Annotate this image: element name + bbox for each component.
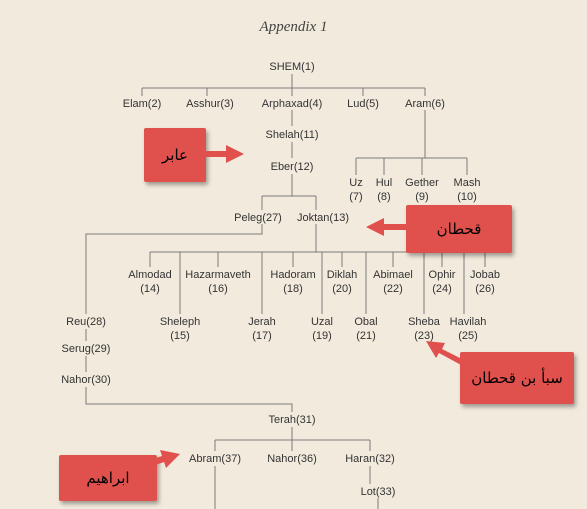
node-uz: Uz(7) <box>349 177 363 203</box>
node-hadoram: Hadoram(18) <box>270 269 316 295</box>
node-mash: Mash(10) <box>453 177 481 203</box>
node-jobab: Jobab(26) <box>470 269 500 295</box>
arrow-abram-icon <box>138 450 180 470</box>
node-obal: Obal(21) <box>354 316 378 342</box>
node-peleg: Peleg(27) <box>234 212 282 224</box>
node-hazarmaveth: Hazarmaveth(16) <box>185 269 251 295</box>
node-joktan: Joktan(13) <box>297 212 349 224</box>
node-ophir: Ophir(24) <box>428 269 456 295</box>
arrow-eber-icon <box>204 145 244 163</box>
node-lud: Lud(5) <box>347 98 379 110</box>
callout-eber: عابر <box>144 128 206 182</box>
node-nahor-36: Nahor(36) <box>267 453 317 465</box>
node-abram: Abram(37) <box>189 453 241 465</box>
node-serug: Serug(29) <box>61 343 111 355</box>
node-jerah: Jerah(17) <box>248 316 276 342</box>
callout-abram: ابراهيم <box>59 455 157 501</box>
node-abimael: Abimael(22) <box>373 269 413 295</box>
callout-joktan: قحطان <box>406 205 512 253</box>
node-shelah: Shelah(11) <box>265 129 319 141</box>
node-arphaxad: Arphaxad(4) <box>261 98 323 110</box>
node-asshur: Asshur(3) <box>186 98 234 110</box>
node-havilah: Havilah(25) <box>449 316 487 342</box>
node-aram: Aram(6) <box>405 98 445 110</box>
callout-sheba: سبأ بن قحطان <box>460 352 574 404</box>
node-lot: Lot(33) <box>360 486 396 498</box>
node-hul: Hul(8) <box>375 177 393 203</box>
node-shem: SHEM(1) <box>269 61 315 73</box>
arrow-sheba-icon <box>426 341 466 366</box>
node-gether: Gether(9) <box>405 177 439 203</box>
arrow-joktan-icon <box>366 218 408 236</box>
node-terah: Terah(31) <box>268 414 316 426</box>
node-uzal: Uzal(19) <box>310 316 334 342</box>
node-eber: Eber(12) <box>270 161 314 173</box>
node-haran: Haran(32) <box>345 453 395 465</box>
node-nahor-30: Nahor(30) <box>61 374 111 386</box>
node-diklah: Diklah(20) <box>326 269 358 295</box>
node-almodad: Almodad(14) <box>128 269 172 295</box>
node-sheba: Sheba(23) <box>408 316 440 342</box>
node-sheleph: Sheleph(15) <box>159 316 201 342</box>
node-elam: Elam(2) <box>122 98 162 110</box>
node-reu: Reu(28) <box>66 316 106 328</box>
appendix-title: Appendix 1 <box>259 19 328 35</box>
